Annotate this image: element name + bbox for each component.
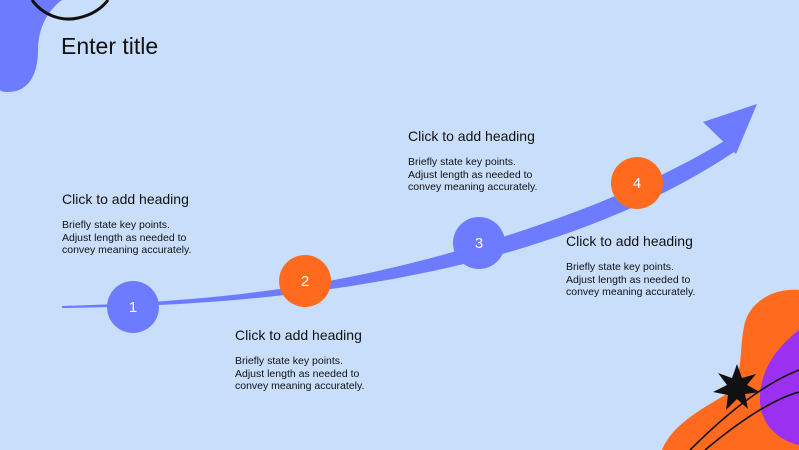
step-body-line: Briefly state key points. bbox=[62, 219, 170, 231]
step-heading[interactable]: Click to add heading bbox=[408, 128, 535, 144]
step-heading[interactable]: Click to add heading bbox=[62, 191, 189, 207]
star-icon bbox=[713, 364, 760, 410]
step-node-1[interactable]: 1 bbox=[107, 281, 159, 333]
step-node-3[interactable]: 3 bbox=[453, 217, 505, 269]
step-node-2[interactable]: 2 bbox=[279, 255, 331, 307]
step-node-4[interactable]: 4 bbox=[611, 157, 663, 209]
step-body-line: convey meaning accurately. bbox=[566, 286, 696, 298]
step-number: 1 bbox=[128, 298, 138, 316]
step-body[interactable]: Briefly state key points. Adjust length … bbox=[408, 156, 598, 194]
timeline-arrowhead-icon bbox=[703, 104, 757, 154]
bottom-right-purple-blob bbox=[759, 330, 799, 445]
step-body-line: Adjust length as needed to bbox=[62, 231, 187, 244]
top-left-blob bbox=[0, 0, 62, 92]
bottom-right-line-1 bbox=[689, 369, 799, 450]
step-heading[interactable]: Click to add heading bbox=[235, 327, 362, 343]
step-body-line: Briefly state key points. bbox=[408, 156, 516, 168]
step-body-line: convey meaning accurately. bbox=[408, 181, 538, 193]
step-body-line: Adjust length as needed to bbox=[408, 168, 533, 181]
bottom-right-line-2 bbox=[704, 391, 799, 450]
step-body-line: Adjust length as needed to bbox=[566, 273, 691, 286]
step-text-1: Click to add heading Briefly state key p… bbox=[62, 191, 252, 257]
step-body[interactable]: Briefly state key points. Adjust length … bbox=[566, 261, 756, 299]
step-body[interactable]: Briefly state key points. Adjust length … bbox=[62, 219, 252, 257]
step-number: 2 bbox=[300, 272, 310, 290]
step-body-line: convey meaning accurately. bbox=[62, 244, 192, 256]
top-left-outline bbox=[30, 0, 110, 21]
step-text-4: Click to add heading Briefly state key p… bbox=[566, 233, 756, 299]
step-body-line: Briefly state key points. bbox=[235, 355, 343, 367]
step-number: 4 bbox=[632, 174, 642, 192]
step-heading[interactable]: Click to add heading bbox=[566, 233, 693, 249]
step-body[interactable]: Briefly state key points. Adjust length … bbox=[235, 355, 425, 393]
step-body-line: Adjust length as needed to bbox=[235, 367, 360, 380]
page-title[interactable]: Enter title bbox=[61, 33, 159, 59]
step-number: 3 bbox=[474, 234, 484, 252]
step-body-line: Briefly state key points. bbox=[566, 261, 674, 273]
step-text-3: Click to add heading Briefly state key p… bbox=[408, 128, 598, 194]
step-text-2: Click to add heading Briefly state key p… bbox=[235, 327, 425, 393]
step-body-line: convey meaning accurately. bbox=[235, 380, 365, 392]
timeline-line bbox=[62, 140, 734, 308]
